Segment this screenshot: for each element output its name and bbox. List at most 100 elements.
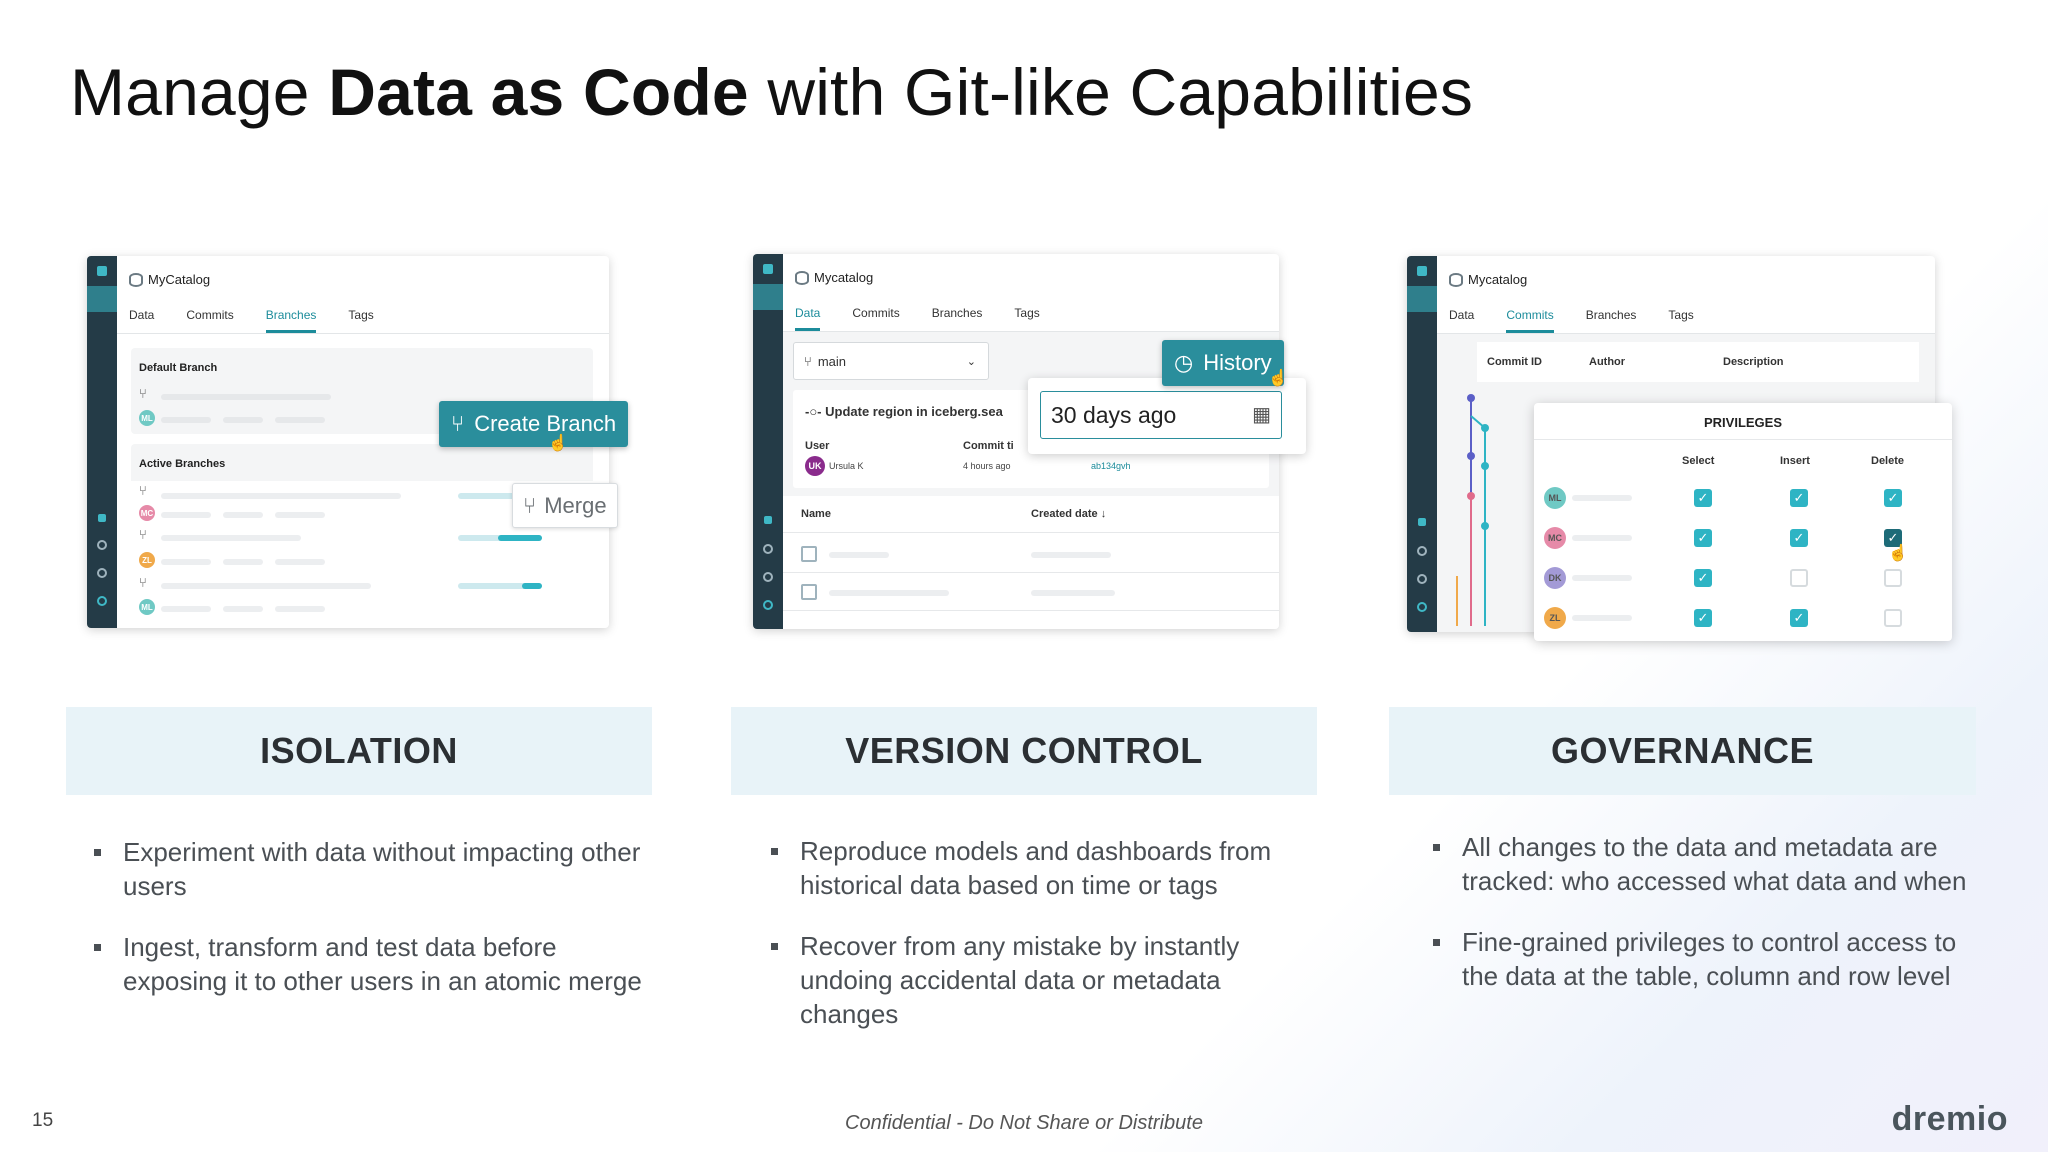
privilege-row: ML ✓ ✓ ✓: [1534, 483, 1952, 515]
branch-icon: ⑂: [139, 575, 147, 590]
rail-item-data[interactable]: [87, 286, 117, 312]
tab-tags[interactable]: Tags: [348, 308, 374, 322]
select-checkbox[interactable]: ✓: [1694, 529, 1712, 547]
avatar: UK: [805, 456, 825, 476]
logo-icon: [1417, 266, 1427, 276]
branch-selector[interactable]: ⑂main ⌄: [793, 342, 989, 380]
privilege-row: DK ✓: [1534, 563, 1952, 595]
avatar: ML: [139, 599, 155, 615]
chevron-down-icon: ⌄: [966, 355, 976, 368]
commit-hash[interactable]: ab134gvh: [1091, 461, 1131, 471]
catalog-name: Mycatalog: [1449, 272, 1527, 287]
avatar: ZL: [1544, 607, 1566, 629]
select-checkbox[interactable]: ✓: [1694, 489, 1712, 507]
slide-title: Manage Data as Code with Git-like Capabi…: [70, 54, 1473, 130]
settings-icon[interactable]: [1417, 546, 1427, 556]
logo-icon: [763, 264, 773, 274]
active-branches-label: Active Branches: [139, 458, 226, 470]
calendar-icon[interactable]: ▦: [1252, 404, 1271, 426]
list-item: All changes to the data and metadata are…: [1431, 830, 1971, 898]
rail-item-data[interactable]: [753, 284, 783, 310]
settings-icon[interactable]: [763, 544, 773, 554]
commit-message: -○- Update region in iceberg.sea: [805, 404, 1003, 419]
privileges-title: PRIVILEGES: [1703, 415, 1783, 430]
tab-tags[interactable]: Tags: [1014, 306, 1040, 320]
history-popover: 30 days ago ▦: [1028, 378, 1306, 454]
privilege-row: MC✓✓✓: [1534, 523, 1952, 555]
date-input[interactable]: 30 days ago ▦: [1040, 391, 1282, 439]
settings-icon[interactable]: [97, 540, 107, 550]
privileges-popover: PRIVILEGES Select Insert Delete ML✓✓✓MC✓…: [1534, 403, 1952, 641]
select-checkbox[interactable]: ✓: [1694, 569, 1712, 587]
tab-data[interactable]: Data: [795, 306, 821, 331]
create-branch-button[interactable]: ⑂Create Branch: [439, 401, 629, 447]
dremio-logo: dremio: [1891, 1100, 2008, 1138]
page-number: 15: [32, 1110, 54, 1131]
history-icon: ◷: [1174, 350, 1194, 375]
tab-tags[interactable]: Tags: [1668, 308, 1694, 322]
title-bold: Data as Code: [328, 55, 749, 129]
column-insert: Insert: [1780, 455, 1810, 467]
delete-checkbox[interactable]: [1884, 569, 1902, 587]
database-icon: [129, 272, 143, 287]
column-created-date[interactable]: Created date ↓: [1031, 508, 1107, 520]
help-icon[interactable]: [763, 572, 773, 582]
title-prefix: Manage: [70, 55, 329, 129]
catalog-tabs: Data Commits Branches Tags: [129, 308, 374, 333]
column-select: Select: [1682, 455, 1715, 467]
rail-icon[interactable]: [98, 514, 106, 522]
section-version-control-heading: VERSION CONTROL: [731, 707, 1317, 795]
branch-icon: ⑂: [804, 353, 812, 369]
tab-data[interactable]: Data: [1449, 308, 1475, 322]
data-table: Name Created date ↓: [783, 496, 1279, 629]
merge-button[interactable]: ⑂Merge: [512, 483, 618, 528]
commit-graph: [1456, 394, 1489, 626]
privilege-row: ZL ✓ ✓: [1534, 603, 1952, 635]
delete-checkbox[interactable]: [1884, 609, 1902, 627]
nav-rail: [753, 254, 783, 629]
logo-icon: [97, 266, 107, 276]
branch-icon: ⑂: [139, 386, 147, 401]
user-icon[interactable]: [763, 600, 773, 610]
tab-commits[interactable]: Commits: [1506, 308, 1554, 333]
user-icon[interactable]: [1417, 602, 1427, 612]
commit-time-label: Commit ti: [963, 440, 1014, 452]
tab-data[interactable]: Data: [129, 308, 155, 322]
avatar: ML: [1544, 487, 1566, 509]
column-commit-id: Commit ID: [1487, 356, 1542, 368]
rail-item-data[interactable]: [1407, 286, 1437, 312]
rail-icon[interactable]: [1418, 518, 1426, 526]
insert-checkbox[interactable]: ✓: [1790, 489, 1808, 507]
help-icon[interactable]: [1417, 574, 1427, 584]
delete-checkbox[interactable]: ✓: [1884, 489, 1902, 507]
default-branch-label: Default Branch: [139, 362, 218, 374]
column-author: Author: [1589, 356, 1626, 368]
isolation-bullets: Experiment with data without impacting o…: [92, 835, 652, 1025]
tab-branches[interactable]: Branches: [265, 308, 317, 333]
list-item: Ingest, transform and test data before e…: [92, 930, 652, 998]
insert-checkbox[interactable]: ✓: [1790, 609, 1808, 627]
rail-icon[interactable]: [764, 516, 772, 524]
insert-checkbox[interactable]: ✓: [1790, 529, 1808, 547]
list-item: Fine-grained privileges to control acces…: [1431, 925, 1971, 993]
insert-checkbox[interactable]: [1790, 569, 1808, 587]
history-button[interactable]: ◷History: [1162, 340, 1284, 386]
catalog-tabs: Data Commits Branches Tags: [1449, 308, 1694, 333]
column-description: Description: [1723, 356, 1784, 368]
list-item: Reproduce models and dashboards from his…: [769, 834, 1289, 902]
select-checkbox[interactable]: ✓: [1694, 609, 1712, 627]
confidential-notice: Confidential - Do Not Share or Distribut…: [845, 1112, 1203, 1134]
delete-checkbox[interactable]: ✓: [1884, 529, 1902, 547]
user-icon[interactable]: [97, 596, 107, 606]
column-name: Name: [801, 508, 831, 520]
branch-icon: ⑂: [451, 411, 465, 436]
tab-commits[interactable]: Commits: [186, 308, 234, 322]
commit-time: 4 hours ago: [963, 461, 1011, 471]
tab-branches[interactable]: Branches: [1585, 308, 1637, 322]
avatar: ZL: [139, 552, 155, 568]
tab-branches[interactable]: Branches: [931, 306, 983, 320]
avatar: DK: [1544, 567, 1566, 589]
tab-commits[interactable]: Commits: [852, 306, 900, 320]
avatar: MC: [139, 505, 155, 521]
help-icon[interactable]: [97, 568, 107, 578]
